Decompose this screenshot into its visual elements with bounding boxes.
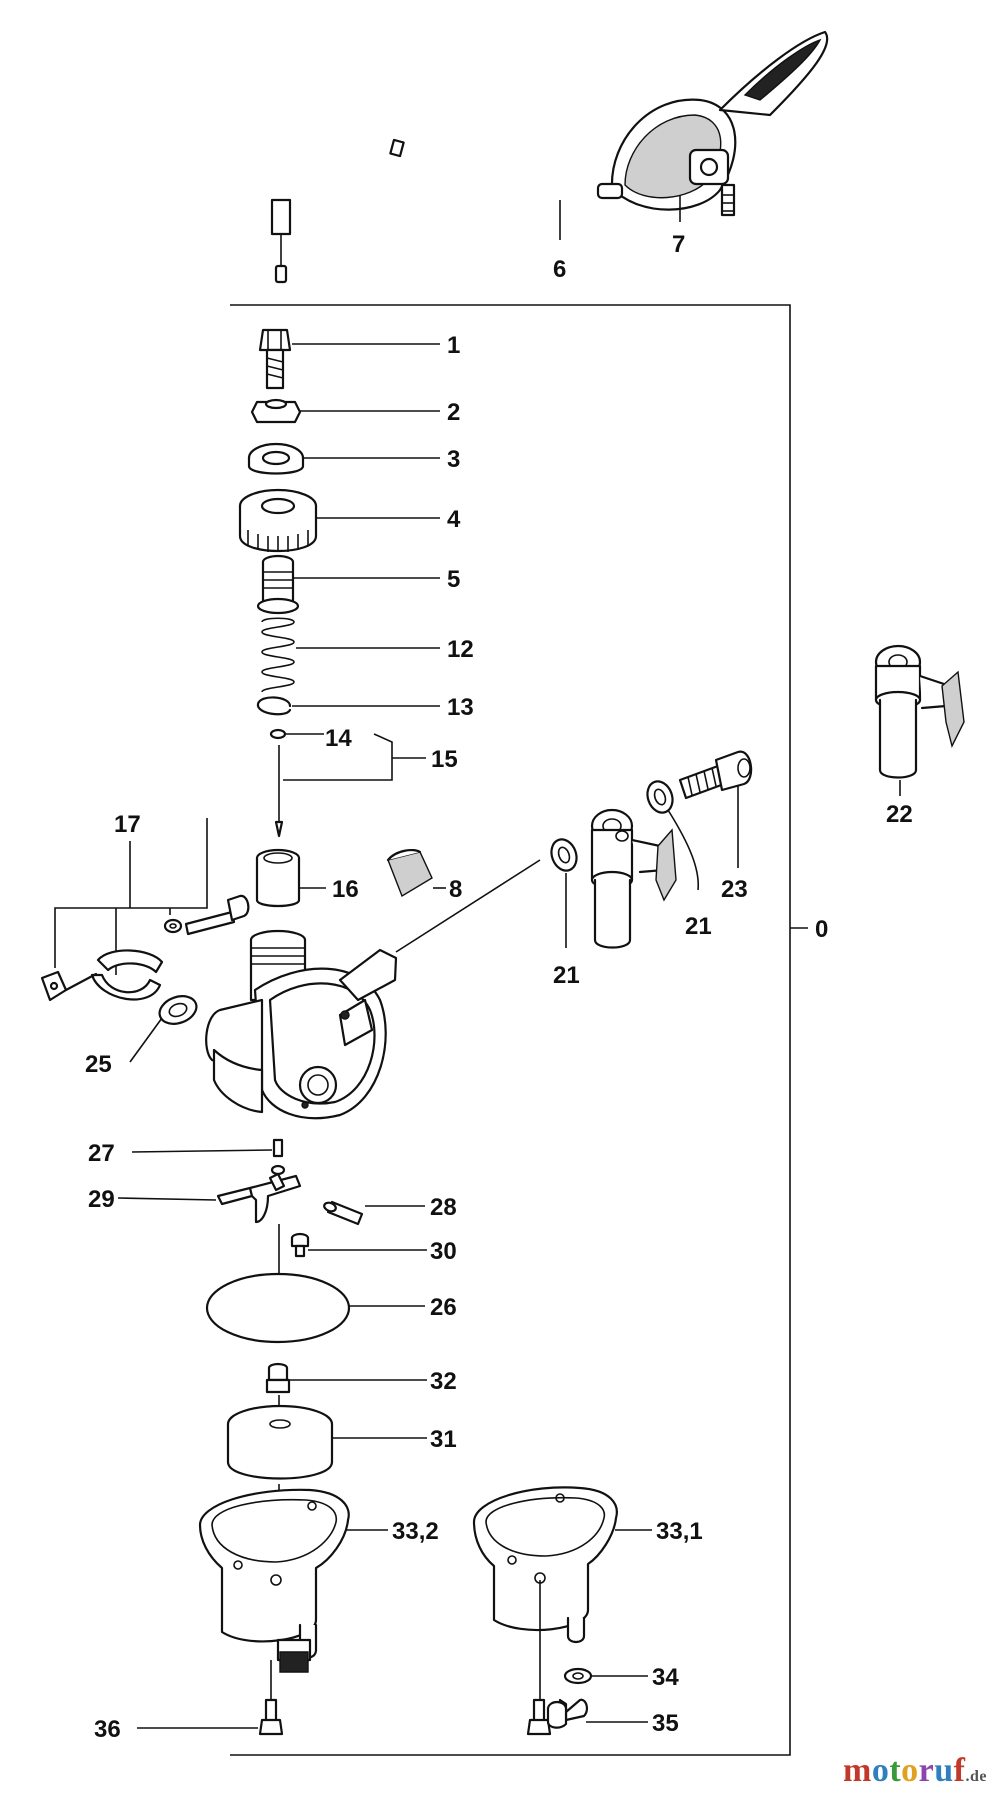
part-8-rubber-cap xyxy=(386,849,433,898)
part-30-screw xyxy=(290,1232,310,1258)
part-15-needle xyxy=(274,745,284,838)
part-4-cap xyxy=(238,488,318,552)
part-34-washer xyxy=(563,1667,593,1685)
label-27: 27 xyxy=(88,1140,115,1167)
part-33-1-float-bowl xyxy=(472,1486,618,1644)
part-21-washer-left xyxy=(550,838,578,872)
label-13: 13 xyxy=(447,694,474,721)
motoruf-watermark-logo: motoruf.de xyxy=(843,1752,987,1789)
part-31-float xyxy=(226,1404,334,1480)
assembly-bracket xyxy=(230,304,808,1756)
label-14: 14 xyxy=(325,725,352,752)
part-27-jet xyxy=(270,1138,286,1176)
carburetor-body xyxy=(205,929,398,1120)
label-33-2: 33,2 xyxy=(392,1518,439,1545)
label-8: 8 xyxy=(449,876,462,903)
label-26: 26 xyxy=(430,1294,457,1321)
fuel-tap-assembly xyxy=(590,808,677,949)
fuel-line-leader xyxy=(395,859,541,953)
part-14-needle-clip xyxy=(269,728,287,740)
part-25-washer xyxy=(158,995,198,1025)
label-16: 16 xyxy=(332,876,359,903)
label-1: 1 xyxy=(447,332,460,359)
label-35: 35 xyxy=(652,1710,679,1737)
part-22-fuel-tap-alt xyxy=(874,644,965,779)
label-15: 15 xyxy=(431,746,458,773)
part-35-wing-screw xyxy=(526,1698,589,1736)
label-28: 28 xyxy=(430,1194,457,1221)
label-3: 3 xyxy=(447,446,460,473)
label-29: 29 xyxy=(88,1186,115,1213)
label-23: 23 xyxy=(721,876,748,903)
part-26-o-ring xyxy=(205,1272,351,1344)
label-36: 36 xyxy=(94,1716,121,1743)
label-33-1: 33,1 xyxy=(656,1518,703,1545)
label-6: 6 xyxy=(553,256,566,283)
part-2-nut xyxy=(250,398,302,424)
label-25: 25 xyxy=(85,1051,112,1078)
label-4: 4 xyxy=(447,506,461,533)
throttle-cable xyxy=(270,108,627,284)
part-3-washer xyxy=(247,442,305,475)
part-36-drain-screw xyxy=(258,1660,284,1736)
label-7: 7 xyxy=(672,231,685,258)
part-5-sleeve xyxy=(256,554,300,615)
label-12: 12 xyxy=(447,636,474,663)
label-21-right: 21 xyxy=(685,913,712,940)
part-29-float-arm xyxy=(216,1172,302,1224)
label-32: 32 xyxy=(430,1368,457,1395)
label-0: 0 xyxy=(815,916,828,943)
part-labels: 6 7 1 2 3 4 5 12 13 14 15 16 8 17 25 21 … xyxy=(85,231,913,1743)
part-32-needle-valve xyxy=(265,1362,291,1394)
label-22: 22 xyxy=(886,801,913,828)
part-28-pin xyxy=(323,1200,364,1226)
label-31: 31 xyxy=(430,1426,457,1453)
part-23-banjo-bolt xyxy=(678,750,753,800)
part-33-2-float-bowl xyxy=(198,1488,350,1673)
label-34: 34 xyxy=(652,1664,679,1691)
label-2: 2 xyxy=(447,399,460,426)
part-13-clip xyxy=(256,696,292,716)
part-12-spring xyxy=(261,617,295,693)
label-30: 30 xyxy=(430,1238,457,1265)
label-21-left: 21 xyxy=(553,962,580,989)
label-17: 17 xyxy=(114,811,141,838)
throttle-lever xyxy=(596,30,829,217)
part-1-bolt xyxy=(258,328,292,390)
part-21-washer-right xyxy=(646,780,674,814)
label-5: 5 xyxy=(447,566,460,593)
part-17-clamp-group xyxy=(40,818,250,1002)
part-16-slide xyxy=(255,848,301,908)
